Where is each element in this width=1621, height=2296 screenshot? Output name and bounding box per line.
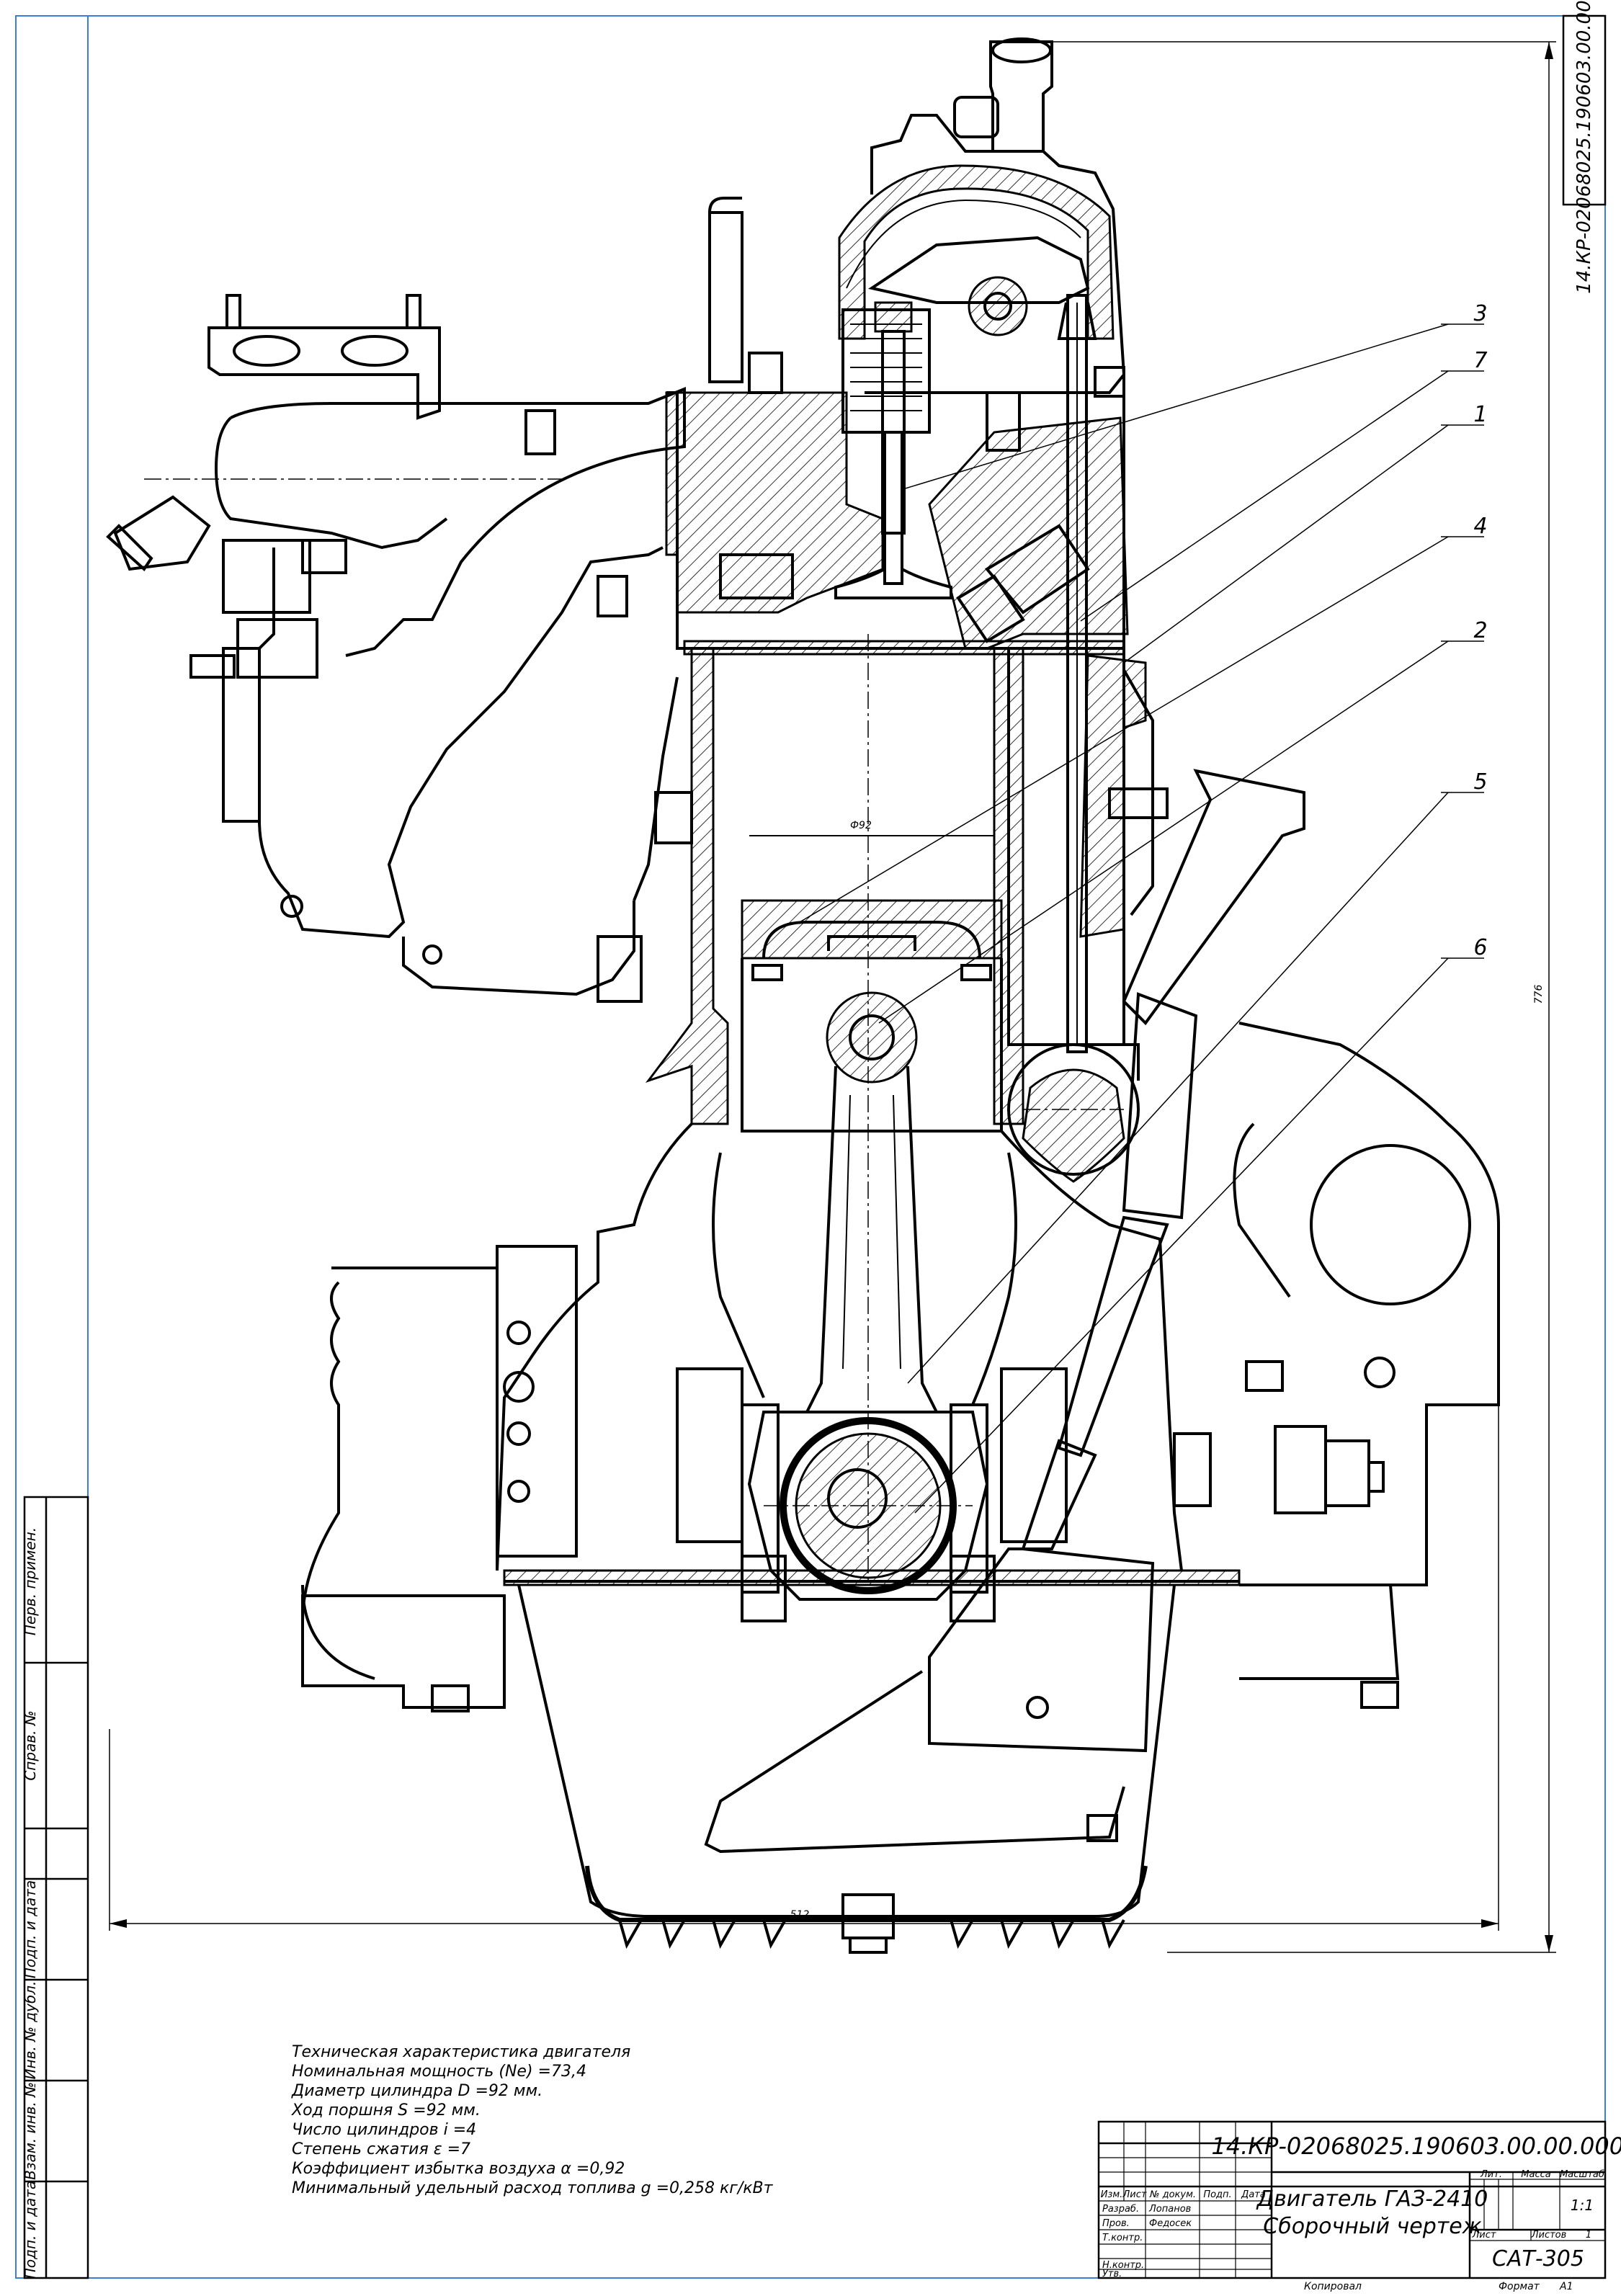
side-strip: Перв. примен. Справ. № Подп. и дата Инв.… [22,1496,89,2279]
tb-name-2: Сборочный чертеж [1263,2214,1481,2239]
tb-name-1: Двигатель ГАЗ-2410 [1256,2186,1488,2212]
callout-4: 4 [1473,514,1487,539]
spec-line-2: Диаметр цилиндра D =92 мм. [291,2082,542,2100]
tb-org: САТ-305 [1492,2246,1584,2272]
svg-text:Разраб.: Разраб. [1102,2204,1139,2215]
spec-line-5: Степень сжатия ε =7 [292,2140,470,2158]
spec-line-1: Номинальная мощность (Ne) =73,4 [292,2063,586,2081]
inner-frame [87,15,1606,2279]
svg-text:Изм.: Изм. [1101,2189,1123,2200]
outer-frame [15,15,1606,2279]
svg-text:Лит.: Лит. [1480,2169,1502,2180]
svg-text:Лопанов: Лопанов [1148,2204,1191,2215]
callout-2: 2 [1473,618,1487,643]
spec-line-4: Число цилиндров i =4 [292,2121,476,2139]
callout-1: 1 [1473,402,1487,427]
piston: Ф92 [741,820,1003,1133]
right-crankcase [1173,1022,1500,1586]
svg-text:№ докум.: № докум. [1149,2189,1196,2200]
tb-designation: 14.КР-02068025.190603.00.00.000 СБ [1211,2132,1621,2160]
spec-title: Техническая характеристика двигателя [292,2043,630,2061]
svg-text:1: 1 [1586,2230,1591,2241]
callout-3: 3 [1473,301,1487,326]
spec-line-7: Минимальный удельный расход топлива g =0… [292,2179,774,2197]
svg-text:Пров.: Пров. [1102,2218,1130,2229]
svg-text:Лист: Лист [1472,2230,1496,2241]
svg-text:Листов: Листов [1531,2230,1567,2241]
width-dimension: 512 [790,1909,810,1921]
svg-text:Федосек: Федосек [1149,2218,1192,2229]
height-dimension: 776 [1533,985,1545,1004]
side-cell-3: Подп. и дата [22,1880,39,1978]
svg-text:14.КР-02068025.190603.00.00.00: 14.КР-02068025.190603.00.00.000 СБ [1573,0,1595,294]
svg-text:Н.контр.: Н.контр. [1102,2260,1144,2271]
spec-line-6: Коэффициент избытка воздуха α =0,92 [292,2160,625,2178]
svg-text:Дата: Дата [1241,2189,1266,2200]
svg-text:Формат: Формат [1499,2281,1540,2292]
callout-5: 5 [1473,769,1487,795]
side-cell-5: Взам. инв. № [22,2082,39,2180]
side-cell-1: Перв. примен. [22,1527,39,1635]
oil-pump [704,769,1305,1854]
top-stamp: 14.КР-02068025.190603.00.00.000 СБ [1562,0,1607,294]
bore-dimension: Ф92 [850,820,872,831]
callout-6: 6 [1473,935,1487,960]
svg-text:Подп.: Подп. [1203,2189,1231,2200]
svg-text:Масса: Масса [1521,2169,1550,2180]
oil-pan [503,1569,1241,1954]
tb-scale: 1:1 [1571,2197,1594,2214]
svg-text:Копировал: Копировал [1304,2281,1362,2292]
side-cell-6: Подп. и дата [22,2181,39,2279]
spec-line-3: Ход поршня S =92 мм. [291,2101,481,2119]
svg-text:Т.контр.: Т.контр. [1102,2233,1143,2243]
engine-section: Ф92 [106,37,1500,1954]
overall-dimensions: 776 512 [109,41,1556,1953]
svg-text:А1: А1 [1559,2281,1573,2292]
title-block: 14.КР-02068025.190603.00.00.000 СБ Двига… [1097,2120,1621,2292]
intake-manifold [106,294,686,1003]
callout-7: 7 [1473,348,1487,373]
svg-text:Утв.: Утв. [1102,2269,1122,2279]
svg-text:Масштаб: Масштаб [1560,2169,1604,2180]
side-cell-4: Инв. № дубл. [22,1981,39,2080]
camshaft [1007,1043,1140,1183]
callouts: 3 7 1 4 2 5 6 [799,301,1488,1514]
spec-block: Техническая характеристика двигателя Ном… [291,2043,774,2197]
svg-text:Лист: Лист [1122,2189,1147,2200]
side-cell-2: Справ. № [22,1710,39,1780]
